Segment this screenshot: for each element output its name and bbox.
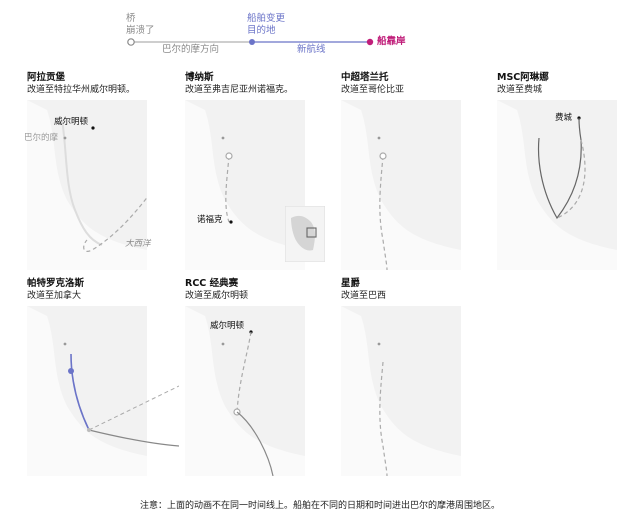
ship-panel-taranto: 中超塔兰托 改道至哥伦比亚 bbox=[341, 72, 493, 272]
ship-destination: 改道至哥伦比亚 bbox=[341, 85, 405, 95]
legend-changed: 船舶变更 bbox=[247, 13, 286, 24]
ship-destination: 改道至加拿大 bbox=[27, 291, 82, 301]
ship-destination: 改道至威尔明顿 bbox=[185, 291, 249, 301]
berth-marker bbox=[366, 38, 374, 46]
map-graphic bbox=[185, 100, 305, 270]
map: 威尔明顿 巴尔的摩 大西洋 bbox=[24, 100, 151, 270]
legend-destination: 目的地 bbox=[247, 25, 276, 36]
legend-collapse: 崩溃了 bbox=[126, 25, 155, 36]
legend-graphic bbox=[127, 38, 374, 46]
map: 诺福克 bbox=[185, 100, 305, 270]
ship-panel-aragon: 阿拉贡堡 改道至特拉华州威尔明顿。 威尔明顿 巴尔的摩 大西洋 bbox=[24, 72, 179, 272]
label-wilmington: 威尔明顿 bbox=[210, 321, 245, 331]
ship-name: 帕特罗克洛斯 bbox=[27, 278, 85, 289]
bridge-marker bbox=[127, 38, 135, 46]
ship-name: 阿拉贡堡 bbox=[27, 72, 66, 83]
legend-new-route: 新航线 bbox=[297, 44, 326, 55]
map-graphic bbox=[341, 100, 461, 270]
map: 威尔明顿 bbox=[185, 306, 305, 476]
inset-highlight-box bbox=[306, 227, 317, 238]
change-marker bbox=[249, 39, 255, 45]
legend-baltimore-direction: 巴尔的摩方向 bbox=[162, 44, 220, 55]
ship-name: 中超塔兰托 bbox=[341, 72, 389, 83]
ship-name: RCC 经典赛 bbox=[185, 278, 239, 289]
map-graphic bbox=[27, 306, 179, 476]
ship-destination: 改道至费城 bbox=[497, 85, 543, 95]
ship-name: MSC阿琳娜 bbox=[497, 72, 549, 83]
inset-graphic bbox=[284, 205, 326, 263]
ship-name: 星爵 bbox=[341, 278, 361, 289]
ship-name: 博纳斯 bbox=[185, 72, 214, 83]
label-baltimore: 巴尔的摩 bbox=[24, 133, 59, 143]
map bbox=[27, 306, 179, 476]
locator-inset bbox=[284, 205, 326, 263]
label-norfolk: 诺福克 bbox=[197, 215, 223, 225]
map-graphic bbox=[497, 100, 617, 270]
label-philadelphia: 费城 bbox=[555, 113, 573, 123]
label-atlantic: 大西洋 bbox=[125, 239, 151, 249]
ship-panel-starlord: 星爵 改道至巴西 bbox=[341, 278, 493, 478]
ship-panel-rcc-classic: RCC 经典赛 改道至威尔明顿 威尔明顿 bbox=[185, 278, 337, 478]
footnote: 注意：上面的动画不在同一时间线上。船舶在不同的日期和时间进出巴尔的摩港周围地区。 bbox=[139, 501, 500, 511]
ship-panel-patroclus: 帕特罗克洛斯 改道至加拿大 bbox=[27, 278, 179, 478]
map-graphic bbox=[341, 306, 461, 476]
legend-berthing: 船靠岸 bbox=[377, 36, 406, 47]
ship-destination: 改道至弗吉尼亚州诺福克。 bbox=[185, 85, 294, 95]
ship-destination: 改道至特拉华州威尔明顿。 bbox=[27, 85, 136, 95]
map: 费城 bbox=[497, 100, 617, 270]
label-wilmington: 威尔明顿 bbox=[54, 117, 89, 127]
ship-destination: 改道至巴西 bbox=[341, 291, 387, 301]
ship-panel-bonus: 博纳斯 改道至弗吉尼亚州诺福克。 诺福克 bbox=[185, 72, 337, 272]
ship-panel-arina: MSC阿琳娜 改道至费城 费城 bbox=[497, 72, 640, 272]
map-graphic bbox=[185, 306, 305, 476]
map bbox=[341, 100, 461, 270]
map-graphic bbox=[27, 100, 147, 270]
route-legend: 桥 崩溃了 巴尔的摩方向 船舶变更 目的地 新航线 船靠岸 bbox=[0, 0, 640, 62]
map bbox=[341, 306, 461, 476]
legend-bridge: 桥 bbox=[126, 13, 136, 24]
